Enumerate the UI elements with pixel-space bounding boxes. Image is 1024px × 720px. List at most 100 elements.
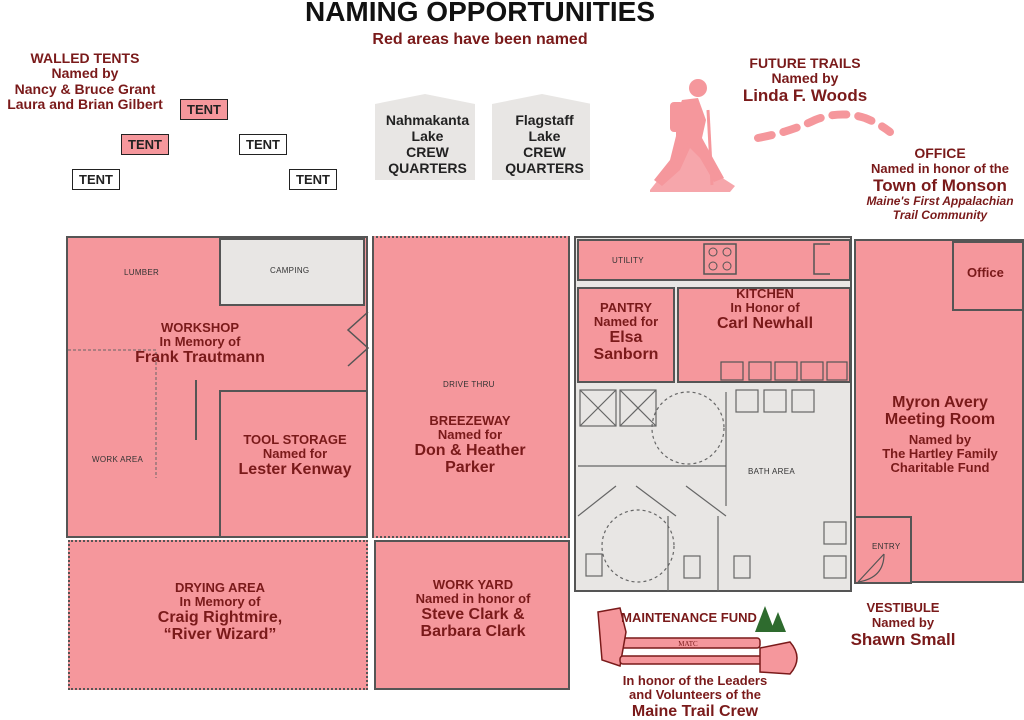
walled-tents-note: WALLED TENTS Named by Nancy & Bruce Gran… xyxy=(0,50,170,113)
future-trails-heading: FUTURE TRAILS xyxy=(749,55,861,71)
cq2-name4: QUARTERS xyxy=(505,160,584,177)
office-label: Office xyxy=(967,265,1004,280)
workshop-door-icon xyxy=(346,311,370,367)
pantry-t3: Elsa xyxy=(609,329,643,347)
vestibule-t1: VESTIBULE xyxy=(866,600,940,615)
drying-t4: “River Wizard” xyxy=(163,626,277,644)
office-note-heading: OFFICE xyxy=(914,145,966,161)
lumber-label: LUMBER xyxy=(124,268,160,277)
office-note: OFFICE Named in honor of the Town of Mon… xyxy=(850,145,1024,222)
page-subtitle: Red areas have been named xyxy=(372,31,588,48)
vestibule-t3: Shawn Small xyxy=(850,630,956,650)
workshop-t1: WORKSHOP xyxy=(161,320,239,335)
tool-storage-t1: TOOL STORAGE xyxy=(243,432,347,447)
maintenance-note: In honor of the Leaders and Volunteers o… xyxy=(590,673,800,720)
maintenance-t4: Maine Trail Crew xyxy=(631,702,759,720)
work-yard[interactable] xyxy=(374,540,570,690)
drying-area[interactable] xyxy=(68,540,368,690)
entry-door-icon xyxy=(857,553,885,583)
tent-named-2[interactable]: TENT xyxy=(121,134,169,155)
workshop-label: WORKSHOP In Memory of Frank Trautmann xyxy=(90,320,310,367)
kitchen-sinks xyxy=(720,361,848,381)
tent-named-1[interactable]: TENT xyxy=(180,99,228,120)
tent-3[interactable]: TENT xyxy=(239,134,287,155)
meeting-t3: Named by xyxy=(908,431,972,447)
axe-mark: MATC xyxy=(678,640,698,648)
work-yard-t3: Steve Clark & xyxy=(421,606,525,624)
pantry-t1: PANTRY xyxy=(600,300,652,315)
office-note-tag2: Trail Community xyxy=(892,207,988,222)
kitchen-t1: KITCHEN xyxy=(736,286,794,301)
breezeway-t1: BREEZEWAY xyxy=(429,413,511,428)
cq1-name4: QUARTERS xyxy=(388,160,467,177)
kitchen-appliances xyxy=(703,243,830,275)
tool-storage-t2: Named for xyxy=(262,446,328,462)
crew-quarters-shapes xyxy=(375,94,590,180)
workshop-t2: In Memory of xyxy=(159,334,241,350)
office-note-tag1: Maine's First Appalachian xyxy=(866,194,1014,209)
tool-storage-label: TOOL STORAGE Named for Lester Kenway xyxy=(222,432,368,479)
kitchen-t3: Carl Newhall xyxy=(716,315,814,333)
work-area-outline xyxy=(68,349,197,478)
cq2-name2: Lake xyxy=(528,128,561,145)
breezeway[interactable] xyxy=(372,236,570,538)
drying-t3: Craig Rightmire, xyxy=(157,609,283,627)
tent-4[interactable]: TENT xyxy=(72,169,120,190)
pantry-room[interactable] xyxy=(577,287,675,383)
maintenance-t2: In honor of the Leaders xyxy=(622,673,768,688)
cq1-name2: Lake xyxy=(411,128,444,145)
breezeway-t4: Parker xyxy=(445,459,495,477)
breezeway-t2: Named for xyxy=(437,427,503,443)
cq1-name1: Nahmakanta xyxy=(385,112,470,128)
walled-tents-line1: Named by xyxy=(51,65,119,82)
bath-fixtures xyxy=(577,389,847,591)
hiker-icon xyxy=(650,79,894,192)
cq2-name1: Flagstaff xyxy=(515,112,574,128)
work-area-label: WORK AREA xyxy=(92,455,144,464)
drying-t1: DRYING AREA xyxy=(174,580,266,595)
tool-storage-t3: Lester Kenway xyxy=(238,461,352,479)
pantry-label: PANTRY Named for Elsa Sanborn xyxy=(577,300,675,364)
axe-shovel-icon: MATC xyxy=(597,606,798,675)
future-trails-note: FUTURE TRAILS Named by Linda F. Woods xyxy=(720,55,890,105)
meeting-room-label: Myron Avery Meeting Room Named by The Ha… xyxy=(856,394,1024,475)
bath-area-label: BATH AREA xyxy=(748,467,796,476)
meeting-t2: Meeting Room xyxy=(884,411,996,429)
kitchen-label: KITCHEN In Honor of Carl Newhall xyxy=(680,286,850,333)
vestibule-note: VESTIBULE Named by Shawn Small xyxy=(838,600,968,650)
meeting-t5: Charitable Fund xyxy=(890,459,990,475)
breezeway-t3: Don & Heather xyxy=(414,442,526,460)
meeting-t4: The Hartley Family xyxy=(882,445,998,461)
work-yard-label: WORK YARD Named in honor of Steve Clark … xyxy=(380,577,566,641)
pantry-t4: Sanborn xyxy=(593,346,659,364)
breezeway-label: BREEZEWAY Named for Don & Heather Parker xyxy=(380,413,560,477)
cq2-name3: CREW xyxy=(523,144,566,161)
walled-tents-heading: WALLED TENTS xyxy=(30,50,140,66)
utility-label: UTILITY xyxy=(612,256,644,265)
tool-storage-room[interactable] xyxy=(219,390,368,538)
office-room[interactable] xyxy=(952,241,1024,311)
tent-5[interactable]: TENT xyxy=(289,169,337,190)
camping-room[interactable] xyxy=(219,238,365,306)
work-yard-t4: Barbara Clark xyxy=(420,623,526,641)
entry-label: ENTRY xyxy=(872,542,901,551)
pantry-t2: Named for xyxy=(593,314,659,330)
crew-quarters-nahmakanta[interactable]: Nahmakanta Lake CREW QUARTERS xyxy=(375,112,480,176)
drive-thru-label: DRIVE THRU xyxy=(443,380,495,389)
crew-quarters-flagstaff[interactable]: Flagstaff Lake CREW QUARTERS xyxy=(492,112,597,176)
entry-room[interactable] xyxy=(854,516,912,584)
work-yard-t1: WORK YARD xyxy=(432,577,514,592)
cq1-name3: CREW xyxy=(406,144,449,161)
future-trails-name: Linda F. Woods xyxy=(742,85,868,105)
office-note-line1: Named in honor of the xyxy=(871,160,1009,176)
maintenance-heading: MAINTENANCE FUND xyxy=(621,610,757,625)
walled-tents-line3: Laura and Brian Gilbert xyxy=(7,96,163,113)
office-note-name: Town of Monson xyxy=(873,176,1007,196)
maintenance-t3: and Volunteers of the xyxy=(629,687,761,703)
kitchen-room[interactable] xyxy=(677,287,851,383)
drying-area-label: DRYING AREA In Memory of Craig Rightmire… xyxy=(90,580,350,644)
walled-tents-line2: Nancy & Bruce Grant xyxy=(14,80,156,97)
vestibule-t2: Named by xyxy=(871,614,935,630)
workshop-t3: Frank Trautmann xyxy=(135,349,265,367)
meeting-t1: Myron Avery xyxy=(892,394,988,411)
